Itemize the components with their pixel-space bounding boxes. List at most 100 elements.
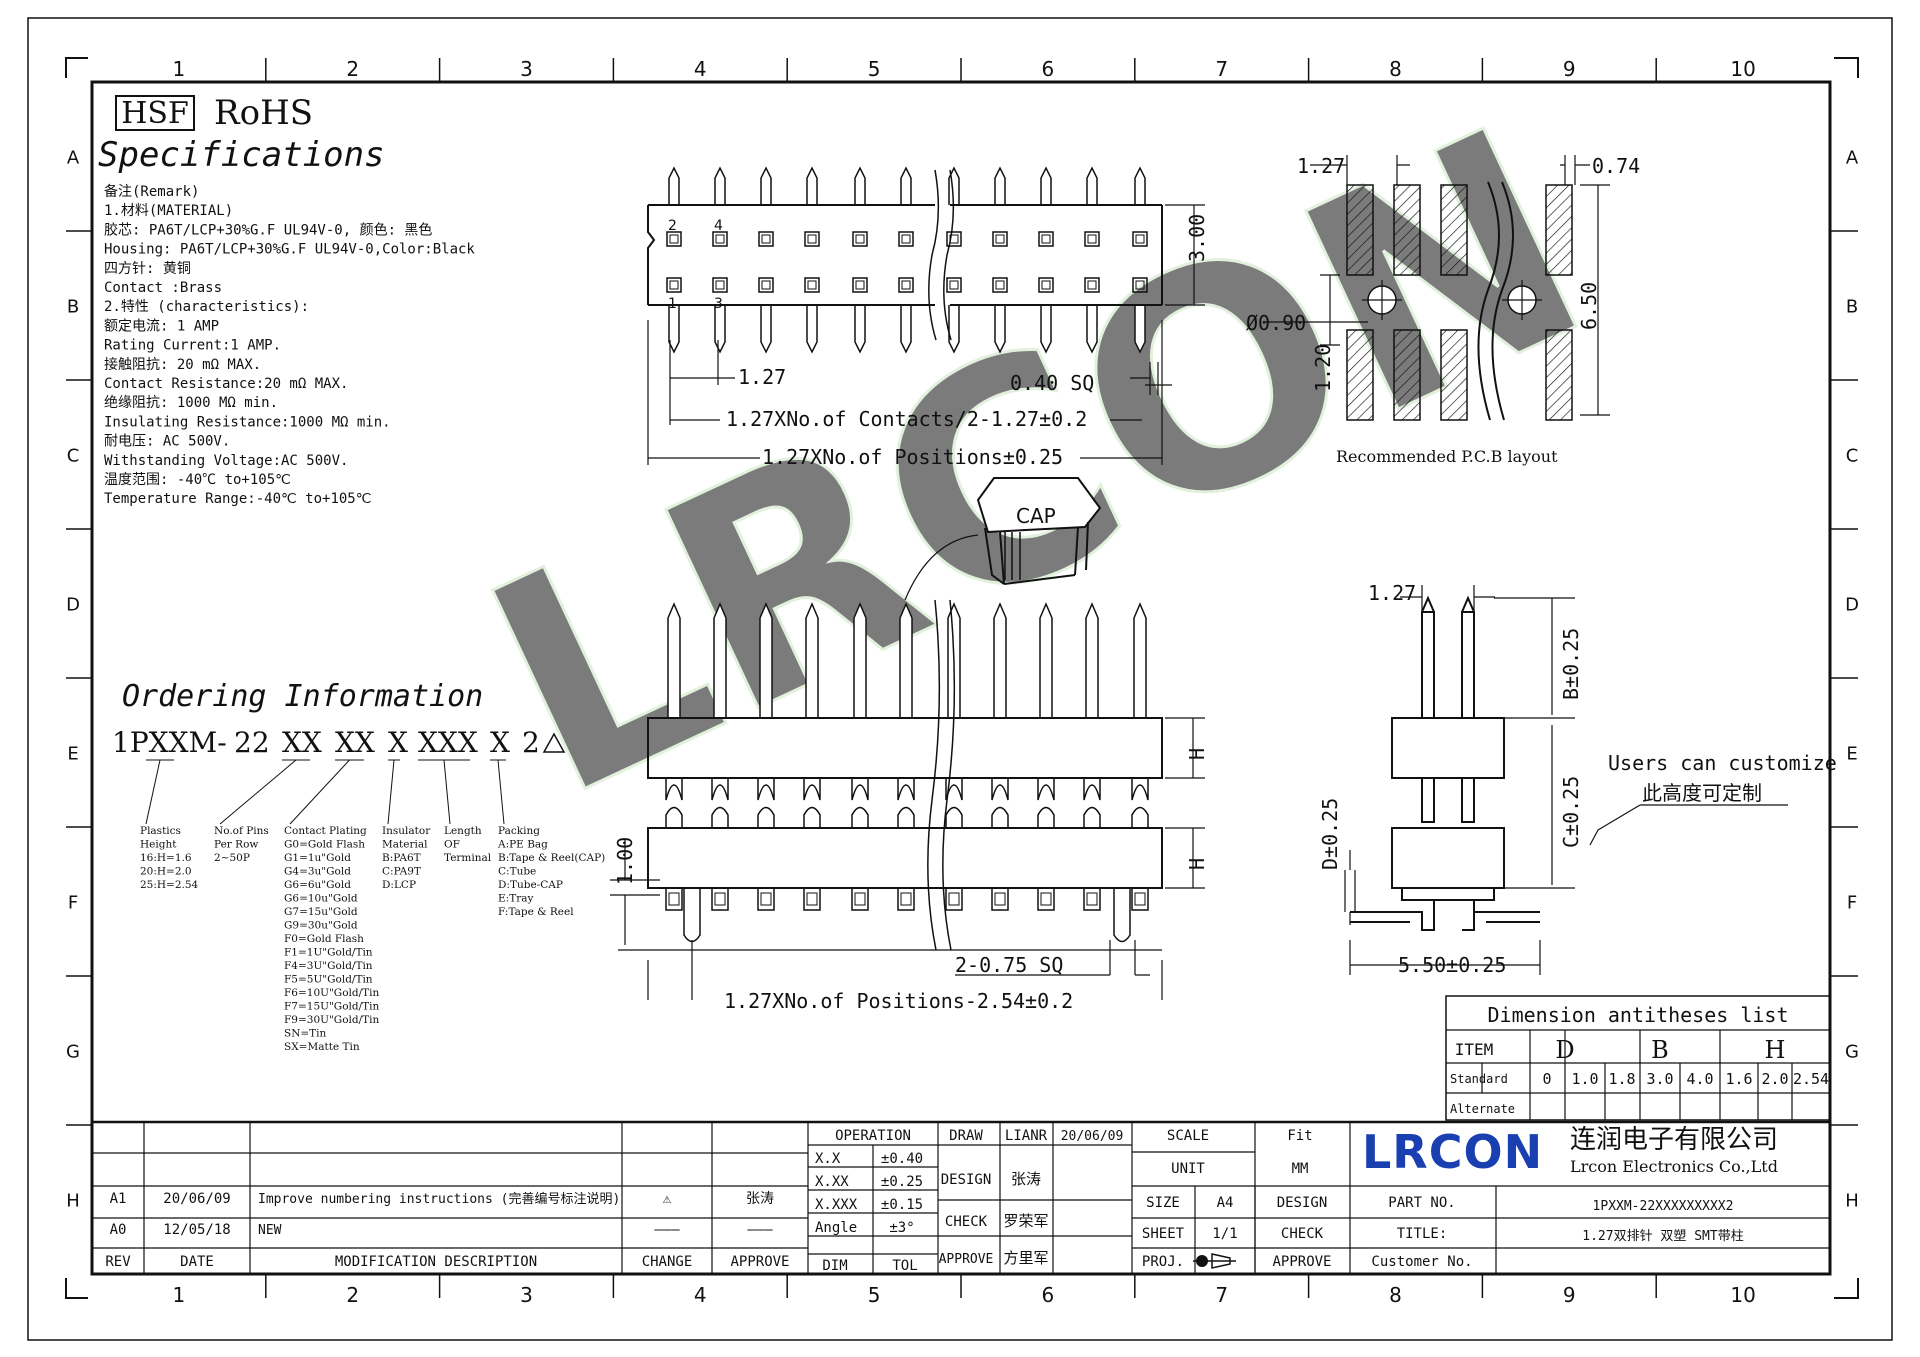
tolerance-dim: Angle	[815, 1220, 857, 1236]
front-pin	[1083, 602, 1101, 911]
ordering-option: Contact Plating	[284, 825, 367, 837]
ordering-option: G4=3u"Gold	[284, 866, 351, 878]
spec-line: Contact :Brass	[104, 280, 222, 296]
tolerance-dim: X.XX	[815, 1174, 849, 1190]
revision-rev: A1	[110, 1191, 127, 1207]
zone-col-bottom-4: 4	[694, 1283, 707, 1307]
zone-col-top-5: 5	[868, 57, 881, 81]
date-header: DATE	[180, 1254, 214, 1270]
ordering-option: F7=15U"Gold/Tin	[284, 1001, 379, 1013]
dim-side-d: D±0.25	[1318, 798, 1342, 870]
zone-row-left-D: D	[66, 595, 80, 616]
check-label: CHECK	[945, 1214, 988, 1230]
dim-top-contacts: 1.27XNo.of Contacts/2-1.27±0.2	[726, 407, 1087, 431]
dim-table-item: ITEM	[1455, 1040, 1494, 1059]
dim-top-pitch: 1.27	[738, 365, 786, 389]
zone-row-left-E: E	[67, 744, 78, 765]
front-pin	[897, 602, 915, 911]
ordering-option: B:Tape & Reel(CAP)	[498, 852, 605, 864]
top-pin	[666, 166, 682, 354]
zone-col-top-3: 3	[520, 57, 533, 81]
locating-post	[683, 888, 701, 943]
ordering-option: Material	[382, 839, 428, 851]
zone-col-top-2: 2	[346, 57, 359, 81]
ordering-option: Length	[444, 825, 482, 837]
rohs-label: RoHS	[214, 93, 313, 133]
side-note-en: Users can customize	[1608, 751, 1837, 775]
design-label-2: DESIGN	[1277, 1195, 1328, 1211]
pin-number-3: 3	[714, 296, 723, 312]
dim-side-b: B±0.25	[1559, 628, 1583, 700]
approve-label-2: APPROVE	[1272, 1254, 1331, 1270]
front-view: H H 1.00 2-0.75 SQ 1.27XNo.of Positions-…	[610, 599, 1209, 1013]
pcb-pad	[1440, 184, 1468, 276]
ordering-option: 16:H=1.6	[140, 852, 192, 864]
spec-line: 绝缘阻抗: 1000 MΩ min.	[104, 395, 278, 411]
zone-row-left-G: G	[66, 1042, 80, 1063]
front-pin	[803, 602, 821, 911]
dim-front-h1: H	[1185, 748, 1209, 760]
top-pin	[992, 166, 1008, 354]
dim-front-100: 1.00	[613, 837, 637, 885]
customer-no-label: Customer No.	[1371, 1254, 1472, 1270]
dim-table-value: 3.0	[1646, 1070, 1673, 1088]
zone-col-top-1: 1	[173, 57, 186, 81]
designer-name: 张涛	[1011, 1170, 1041, 1188]
pcb-pad	[1545, 329, 1573, 421]
zone-row-right-C: C	[1846, 446, 1859, 467]
zone-row-right-A: A	[1846, 148, 1859, 169]
scale-value: Fit	[1287, 1128, 1312, 1144]
zone-col-top-10: 10	[1730, 57, 1755, 81]
dim-pcb-pitch: 1.27	[1297, 154, 1345, 178]
ordering-legend: PlasticsHeight16:H=1.620:H=2.025:H=2.54N…	[140, 825, 605, 1053]
revision-warning-icon	[542, 732, 566, 753]
top-pin	[758, 166, 774, 354]
ordering-option: 2~50P	[214, 852, 250, 864]
top-pin	[898, 166, 914, 354]
pcb-caption: Recommended P.C.B layout	[1336, 447, 1558, 466]
dim-col-d: D	[1555, 1036, 1574, 1064]
dim-table-value: 4.0	[1686, 1070, 1713, 1088]
tolerance-dim: X.X	[815, 1151, 841, 1167]
zone-col-top-7: 7	[1215, 57, 1228, 81]
corner-marks	[65, 57, 1859, 1299]
front-pin	[1131, 602, 1149, 911]
zone-row-right-D: D	[1845, 595, 1859, 616]
tolerance-value: ±0.25	[881, 1174, 923, 1190]
spec-line: 备注(Remark)	[104, 183, 199, 200]
revision-approve: 张涛	[746, 1191, 774, 1207]
pcb-pad	[1346, 184, 1374, 276]
spec-line: Insulating Resistance:1000 MΩ min.	[104, 414, 391, 430]
company-name-cn: 连润电子有限公司	[1570, 1125, 1778, 1155]
ordering-option: Insulator	[382, 825, 431, 837]
pcb-pad	[1545, 184, 1573, 276]
dim-col-b: B	[1651, 1036, 1669, 1064]
zone-row-left-B: B	[67, 297, 79, 318]
dim-table-value: 0	[1542, 1070, 1551, 1088]
dim-side-pitch: 1.27	[1368, 581, 1416, 605]
zone-col-bottom-5: 5	[868, 1283, 881, 1307]
ordering-option: Height	[140, 839, 177, 851]
dimension-table: Dimension antitheses list ITEM D B H Sta…	[1445, 995, 1831, 1121]
pin-number-2: 2	[668, 218, 677, 234]
top-pin	[1132, 166, 1148, 354]
drawer-name: LIANR	[1005, 1128, 1048, 1144]
dim-row-alternate: Alternate	[1450, 1102, 1515, 1116]
zone-col-bottom-10: 10	[1730, 1283, 1755, 1307]
proj-label: PROJ.	[1142, 1254, 1184, 1270]
code-segment: 2	[522, 726, 540, 759]
approve-label: APPROVE	[939, 1252, 994, 1267]
top-pin	[712, 166, 728, 354]
hsf-box	[115, 95, 195, 131]
zone-row-right-B: B	[1846, 297, 1858, 318]
zone-col-bottom-2: 2	[346, 1283, 359, 1307]
zone-row-right-E: E	[1846, 744, 1857, 765]
zone-row-right-H: H	[1845, 1191, 1859, 1212]
cap-label: CAP	[1016, 504, 1056, 528]
zone-row-left-H: H	[66, 1191, 80, 1212]
ordering-option: 20:H=2.0	[140, 866, 192, 878]
tolerance-dim: X.XXX	[815, 1197, 858, 1213]
pin-number-1: 1	[668, 296, 677, 312]
spec-line: 2.特性 (characteristics):	[104, 299, 309, 315]
